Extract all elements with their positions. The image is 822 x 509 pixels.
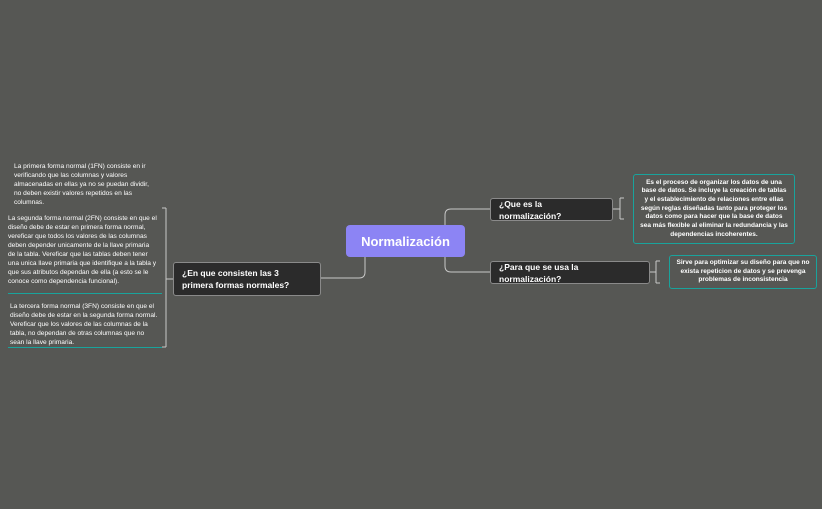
topic-que-es-label: ¿Que es la normalización? xyxy=(499,198,562,221)
note-tercera-forma-normal[interactable]: La tercera forma normal (3FN) consiste e… xyxy=(6,300,162,349)
note-2fn-text: La segunda forma normal (2FN) consiste e… xyxy=(8,215,157,285)
topic-para-que-label: ¿Para que se usa la normalización? xyxy=(499,261,579,284)
detail-que-es-text: Es el proceso de organizar los datos de … xyxy=(640,178,788,238)
central-topic[interactable]: Normalización xyxy=(346,225,465,257)
central-topic-label: Normalización xyxy=(361,233,450,249)
topic-formas-normales[interactable]: ¿En que consisten las 3 primera formas n… xyxy=(173,262,321,296)
topic-para-que[interactable]: ¿Para que se usa la normalización? xyxy=(490,261,650,284)
note-1fn-text: La primera forma normal (1FN) consiste e… xyxy=(14,163,149,206)
topic-formas-normales-label: ¿En que consisten las 3 primera formas n… xyxy=(182,268,290,290)
note-primera-forma-normal[interactable]: La primera forma normal (1FN) consiste e… xyxy=(10,160,160,209)
note-segunda-forma-normal[interactable]: La segunda forma normal (2FN) consiste e… xyxy=(4,212,162,288)
detail-que-es[interactable]: Es el proceso de organizar los datos de … xyxy=(633,174,795,244)
note-2fn-underline xyxy=(8,293,162,294)
note-3fn-underline xyxy=(8,347,162,348)
note-3fn-text: La tercera forma normal (3FN) consiste e… xyxy=(10,303,158,346)
topic-que-es[interactable]: ¿Que es la normalización? xyxy=(490,198,613,221)
detail-para-que[interactable]: Sirve para optimizar su diseño para que … xyxy=(669,255,817,289)
detail-para-que-text: Sirve para optimizar su diseño para que … xyxy=(676,258,810,284)
